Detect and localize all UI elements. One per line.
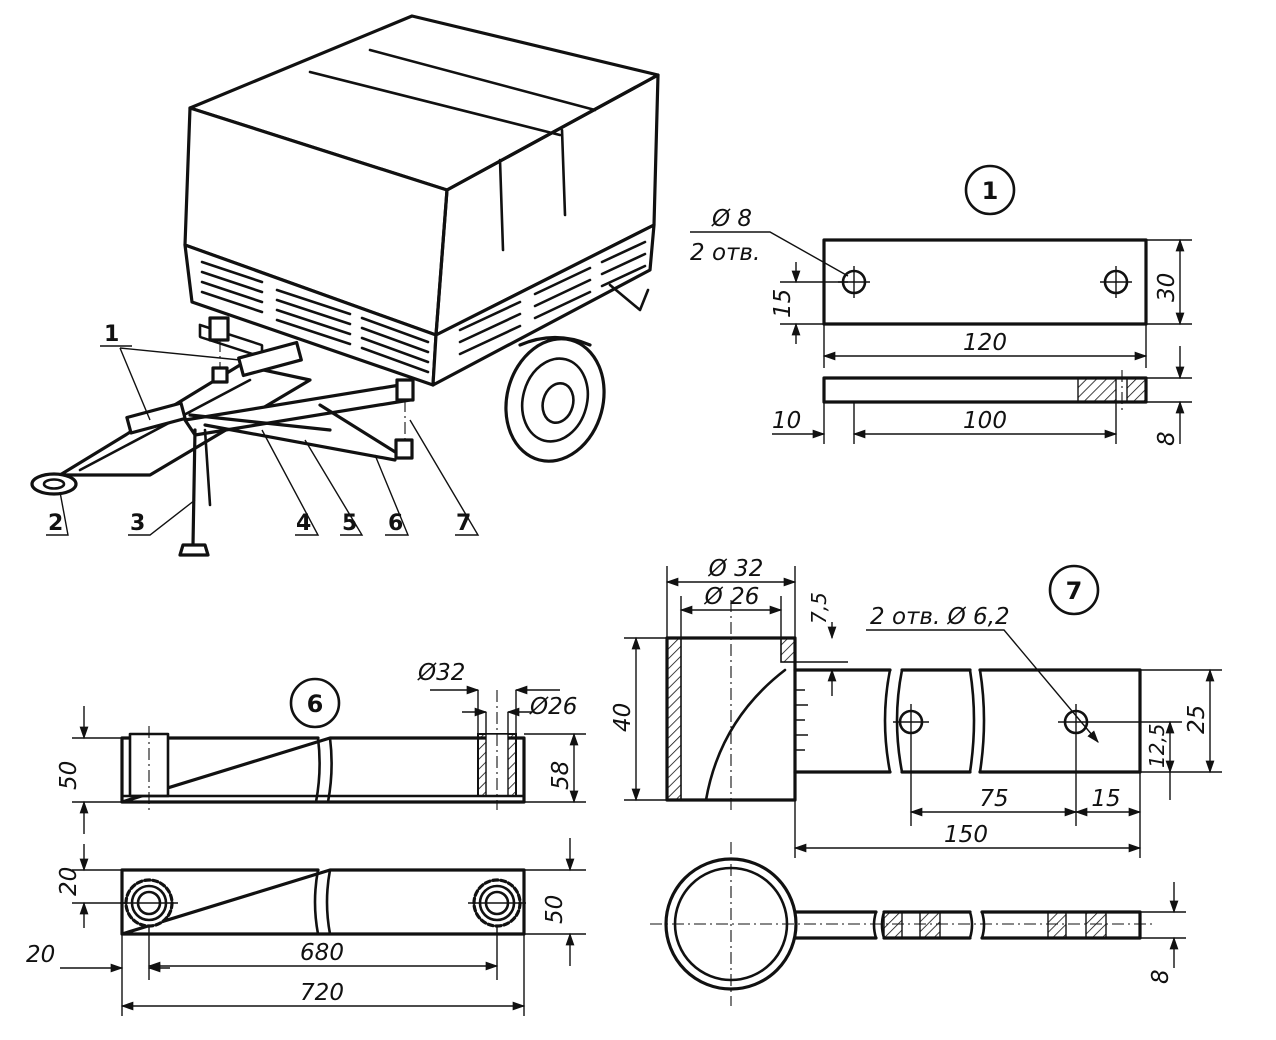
detail-7-dim-75: 75 <box>979 786 1008 812</box>
detail-7-dim-8: 8 <box>1148 969 1174 984</box>
detail-6-dim-d26: Ø26 <box>529 694 577 720</box>
trailer-canopy <box>183 14 660 337</box>
detail-7-number: 7 <box>1066 577 1083 605</box>
detail-6-dim-20-bottom: 20 <box>26 942 55 968</box>
detail-7-side-view <box>665 600 1142 812</box>
detail-6-dim-50-left: 50 <box>56 761 82 790</box>
trailer-wheel <box>504 283 650 463</box>
detail-1-dim-8: 8 <box>1154 431 1180 446</box>
detail-7-holes-note: 2 отв. Ø 6,2 <box>870 604 1010 630</box>
detail-6-plan-view <box>120 868 526 936</box>
detail-7-dim-12-5: 12,5 <box>1145 723 1169 768</box>
detail-7: 7 Ø 32 Ø 26 7,5 40 2 о <box>610 556 1222 1006</box>
detail-7-dim-d26: Ø 26 <box>704 584 760 610</box>
detail-7-plan-view <box>650 842 1152 1006</box>
detail-1: 1 Ø 8 2 отв. 15 30 120 10 100 <box>690 164 1192 446</box>
detail-7-dim-d32: Ø 32 <box>708 556 764 582</box>
trailer-body <box>183 223 656 387</box>
callout-3: 3 <box>130 511 145 536</box>
detail-7-dim-150: 150 <box>944 822 988 848</box>
detail-1-marker <box>964 164 1016 216</box>
detail-1-dim-100: 100 <box>963 408 1007 434</box>
detail-7-dim-40: 40 <box>610 703 636 732</box>
detail-1-dim-10: 10 <box>772 408 801 434</box>
trailer-drawbar <box>30 316 415 557</box>
detail-1-number: 1 <box>982 177 999 205</box>
callout-leaders <box>46 345 480 536</box>
detail-6-dim-680: 680 <box>300 940 344 966</box>
detail-6-dim-720: 720 <box>300 980 344 1006</box>
detail-6-side-view <box>120 690 526 810</box>
detail-7-marker <box>1048 564 1100 616</box>
detail-7-dim-25: 25 <box>1184 705 1210 734</box>
detail-1-hole-diameter: Ø 8 <box>711 206 752 232</box>
detail-6-marker <box>289 677 341 729</box>
callout-7: 7 <box>456 511 471 536</box>
detail-1-dim-15: 15 <box>770 289 796 318</box>
detail-6-dim-50-right: 50 <box>542 895 568 924</box>
callout-2: 2 <box>48 511 63 536</box>
detail-6-dim-d32: Ø32 <box>417 660 465 686</box>
trailer-view: 1 2 3 4 5 6 7 <box>30 14 660 557</box>
detail-6: 6 Ø32 Ø26 50 58 <box>26 660 586 1016</box>
callout-1: 1 <box>104 322 119 347</box>
callout-6: 6 <box>388 511 403 536</box>
callout-5: 5 <box>342 511 357 536</box>
detail-1-plate-plan <box>822 238 1148 326</box>
detail-1-dim-120: 120 <box>963 330 1007 356</box>
detail-7-dim-7-5: 7,5 <box>807 592 831 624</box>
detail-1-dim-30: 30 <box>1154 273 1180 302</box>
callout-4: 4 <box>296 511 311 536</box>
detail-6-number: 6 <box>307 690 324 718</box>
detail-7-dim-15: 15 <box>1091 786 1120 812</box>
detail-1-hole-count: 2 отв. <box>690 240 760 266</box>
detail-6-dim-20-top: 20 <box>56 867 82 896</box>
detail-6-dim-58: 58 <box>548 761 574 790</box>
